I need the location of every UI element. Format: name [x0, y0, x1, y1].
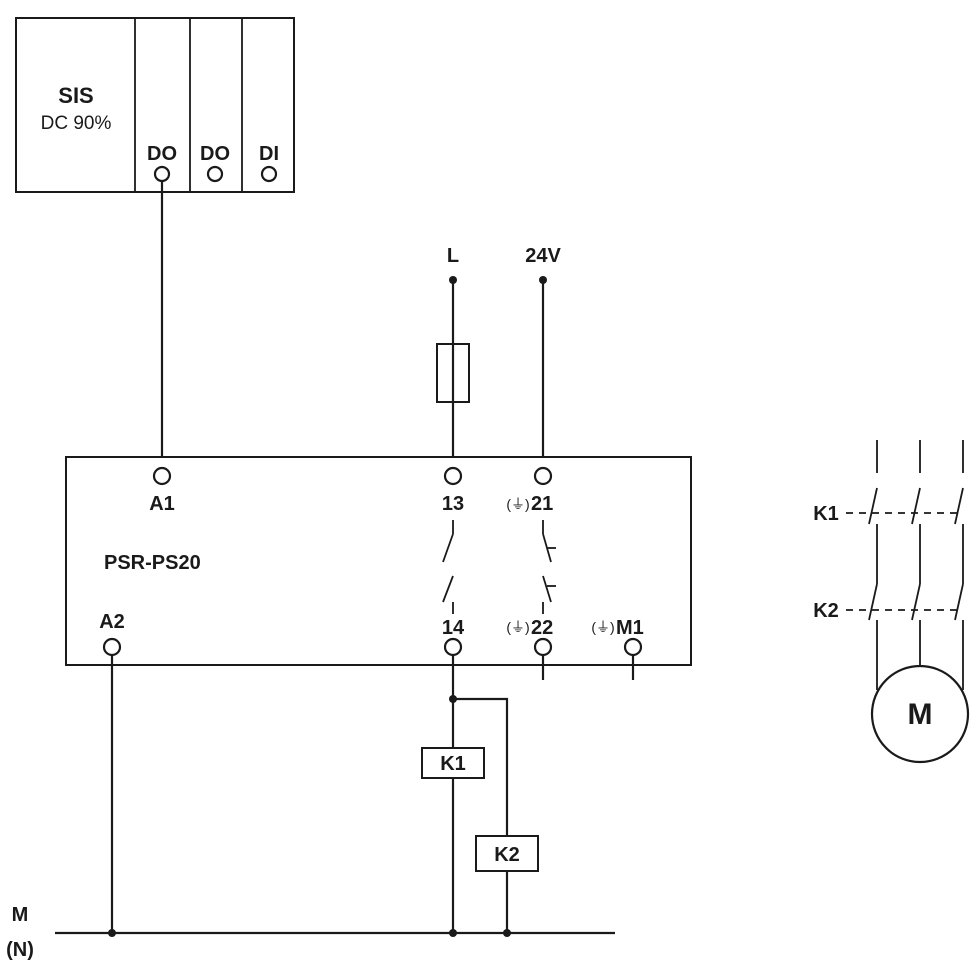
bus-node: [449, 929, 457, 937]
label-m1: M1: [616, 617, 644, 639]
supply-lines: L 24V: [436, 245, 561, 468]
contactor-k2-label: K2: [813, 600, 839, 622]
terminal-a1: [152, 466, 172, 486]
motor-icon: [870, 664, 970, 764]
sis-module: SIS DC 90% DO DO DI: [15, 17, 295, 193]
motor-circuit: K1 K2 M: [813, 440, 970, 764]
terminal-a2: [102, 637, 122, 657]
contactor-k1-label: K1: [813, 503, 839, 525]
coil-circuit: K1 K2: [421, 655, 539, 933]
ground-bus: M (N): [6, 904, 615, 961]
terminal-22: [533, 637, 553, 657]
terminal-14: [443, 637, 463, 657]
label-13: 13: [442, 493, 464, 515]
bus-sublabel: (N): [6, 939, 34, 961]
no-contact-13-14: [442, 520, 454, 614]
coil-k1-label: K1: [440, 753, 466, 775]
label-21: 21: [531, 493, 553, 515]
label-14: 14: [442, 617, 465, 639]
bus-label: M: [12, 904, 29, 926]
terminal-13: [443, 466, 463, 486]
nc-contact-21-22: [542, 520, 556, 614]
label-a1: A1: [149, 493, 175, 515]
wire-14-k2: [453, 697, 509, 836]
sis-subtitle: DC 90%: [41, 113, 112, 134]
bus-node: [108, 929, 116, 937]
relay-module: A1 13 (⏚) 21 PSR-PS20 A2 14 (⏚) 22 (⏚) M…: [65, 456, 692, 666]
label-22: 22: [531, 617, 553, 639]
marker-21: (⏚): [506, 496, 529, 512]
terminal-m1: [623, 637, 643, 657]
relay-name: PSR-PS20: [104, 552, 201, 574]
label-a2: A2: [99, 611, 125, 633]
terminal-21: [533, 466, 553, 486]
supply-l-label: L: [447, 245, 459, 267]
sis-enclosure: [15, 17, 295, 193]
bus-node: [503, 929, 511, 937]
sis-port-label: DO: [147, 143, 177, 165]
motor-label: M: [908, 698, 933, 731]
sis-title: SIS: [58, 83, 93, 108]
supply-24v-label: 24V: [525, 245, 561, 267]
sis-port-label: DI: [259, 143, 279, 165]
marker-22: (⏚): [506, 619, 529, 635]
sis-do-terminal: [206, 165, 224, 183]
marker-m1: (⏚): [591, 619, 614, 635]
sis-port-label: DO: [200, 143, 230, 165]
sis-do-terminal: [153, 165, 171, 183]
coil-k2-label: K2: [494, 844, 520, 866]
sis-di-terminal: [260, 165, 278, 183]
relay-enclosure: [65, 456, 692, 666]
